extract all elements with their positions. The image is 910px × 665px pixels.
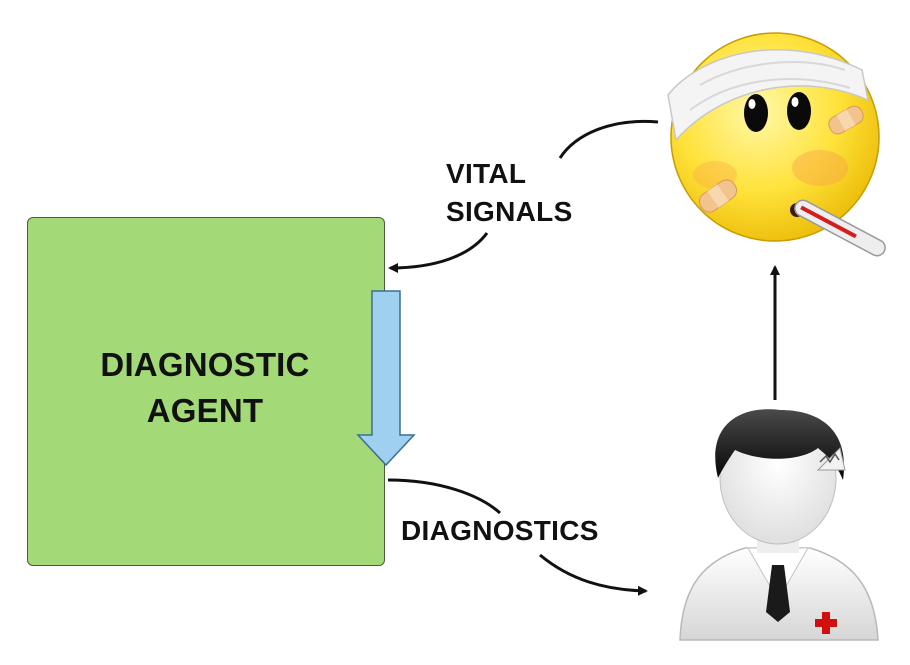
agent-label-line1: DIAGNOSTIC [100, 346, 310, 383]
diagnostics-arrow-upper [387, 478, 502, 515]
diagnostic-agent-box [27, 217, 385, 566]
vital-signals-label-line1: VITAL [446, 158, 527, 189]
vital-signals-label-line2: SIGNALS [446, 196, 573, 227]
doctor-avatar-icon [679, 409, 879, 641]
vital-signals-arrow-lower [388, 232, 489, 273]
vital-signals-arrow [558, 119, 659, 159]
diagnostics-label-text: DIAGNOSTICS [401, 515, 599, 546]
down-arrow-icon [356, 290, 416, 467]
sick-emoticon-icon [667, 32, 886, 257]
agent-label: DIAGNOSTIC AGENT [55, 342, 355, 434]
diagnostics-label: DIAGNOSTICS [401, 512, 599, 550]
vital-signals-label: VITAL SIGNALS [446, 155, 573, 231]
agent-label-line2: AGENT [146, 392, 264, 429]
diagnostics-arrow-lower [539, 553, 648, 596]
